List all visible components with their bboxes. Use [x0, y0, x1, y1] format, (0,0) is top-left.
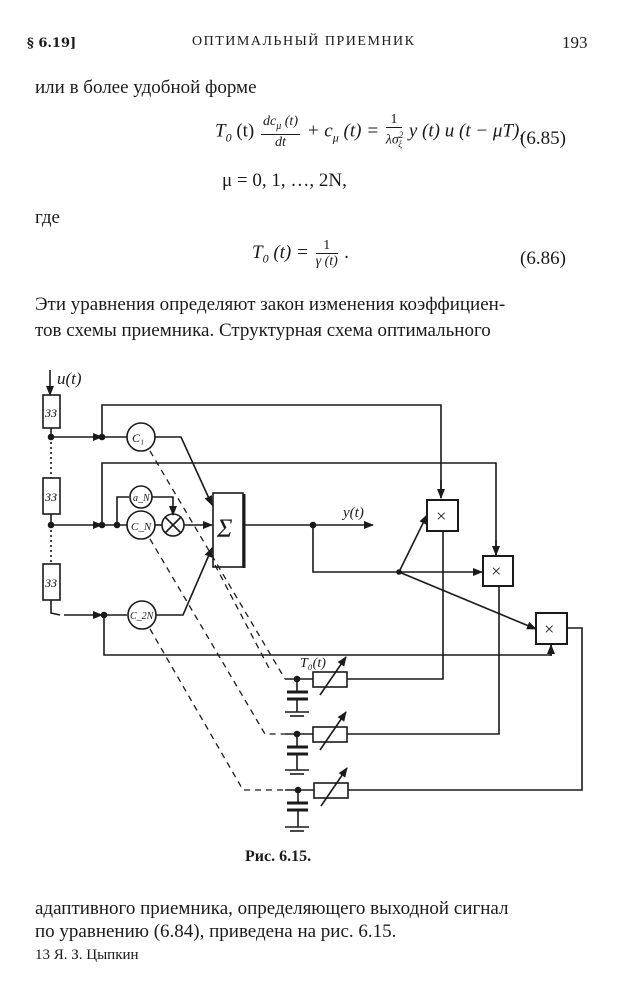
cN-label: C_N [131, 521, 152, 533]
delay-block-2-label: ЗЗ [45, 490, 57, 504]
eq1-rhs-den-sup: 2 [398, 130, 404, 140]
paragraph-2-line-2: по уравнению (6.84), приведена на рис. 6… [35, 921, 397, 942]
control-link-c1 [149, 450, 286, 680]
eq2-tail: . [339, 241, 350, 263]
delay-block-1-label: ЗЗ [45, 406, 57, 420]
coefficient-aN: a_N [129, 485, 153, 509]
eq1-middle-sub: μ [332, 130, 339, 145]
multiplier-1-label: × [435, 506, 447, 526]
aN-label: a_N [133, 493, 151, 504]
eq2-lhs-arg: (t) = [268, 241, 309, 263]
summation-block: Σ [212, 492, 246, 568]
eq1-lhs: T [215, 120, 226, 142]
eq1-rhs-tail: y (t) u (t − μT), [408, 120, 525, 142]
coefficient-cN: C_N [126, 510, 156, 540]
equation-6-86: T0 (t) = 1 γ (t) . [252, 238, 349, 269]
c1-label: C₁ [132, 431, 144, 445]
delay-block-2: ЗЗ [42, 477, 61, 515]
sum-label: Σ [216, 514, 233, 543]
integrator-3 [285, 767, 349, 832]
eq1-rhs-frac: 1 λσ2ξ [385, 112, 404, 152]
eq1-rhs-den-sub: ξ [398, 139, 403, 150]
mu-range: μ = 0, 1, …, 2N, [222, 170, 347, 191]
tap-N-to-multiplier-2 [101, 462, 497, 555]
eq1-middle-tail: (t) = [338, 120, 380, 142]
signature-footer: 13 Я. З. Цыпкин [35, 947, 139, 963]
multiplier-block-2: × [482, 555, 514, 587]
page-number: 193 [562, 33, 588, 52]
paragraph-1-line-1: Эти уравнения определяют закон изменения… [35, 294, 506, 315]
tap-1-to-multiplier-1 [101, 404, 442, 498]
eq1-derivative-frac: dcμ (t) dt [261, 114, 300, 150]
eq2-frac: 1 γ (t) [315, 238, 338, 269]
eq1-rhs-den: λσ [385, 132, 399, 148]
figure-caption: Рис. 6.15. [245, 848, 312, 865]
control-link-c2N [149, 628, 285, 791]
control-link-cN [149, 538, 285, 735]
eq2-lhs: T [252, 241, 263, 263]
where-text: где [35, 207, 60, 228]
coefficient-c1: C₁ [126, 422, 156, 452]
integrator-1: T₀(t) [285, 656, 348, 717]
multiplier-2-label: × [490, 561, 502, 581]
equation-number-6-85: (6.85) [520, 128, 566, 149]
eq1-frac-num-tail: (t) [281, 114, 298, 130]
integrator-2 [285, 711, 348, 775]
eq2-frac-den: γ (t) [315, 254, 338, 269]
intro-text: или в более удобной форме [35, 77, 257, 98]
time-constant-label: T₀(t) [300, 656, 326, 671]
eq1-frac-num: dc [263, 114, 277, 130]
paragraph-2-line-1: адаптивного приемника, определяющего вых… [35, 898, 509, 919]
coefficient-c2N: C_2N [127, 600, 157, 630]
c2N-label: C_2N [130, 611, 155, 622]
output-label: y(t) [341, 505, 364, 521]
figure-6-15-block-diagram: u(t) ЗЗ ЗЗ ЗЗ C₁ a_N C_ [42, 369, 583, 832]
eq1-middle: + c [306, 120, 333, 142]
eq1-rhs-num: 1 [385, 112, 403, 128]
multiplier-block-3: × [535, 612, 568, 645]
equation-number-6-86: (6.86) [520, 248, 566, 269]
eq1-lhs-arg: (t) [231, 120, 255, 142]
delay-block-1: ЗЗ [42, 394, 61, 429]
multiplier-3-label: × [543, 619, 555, 639]
delay-block-3: ЗЗ [42, 563, 61, 601]
section-marker: § 6.19] [27, 36, 77, 51]
input-label: u(t) [57, 369, 82, 388]
running-title: ОПТИМАЛЬНЫЙ ПРИЕМНИК [192, 34, 416, 49]
multiplier-block-1: × [426, 499, 459, 532]
multiplier-node [161, 513, 185, 537]
eq1-frac-den: dt [275, 135, 286, 151]
eq1-lhs-sub: 0 [225, 130, 232, 145]
eq2-lhs-sub: 0 [262, 251, 269, 266]
eq2-frac-num: 1 [315, 238, 338, 254]
equation-6-85: T0 (t) dcμ (t) dt + cμ (t) = 1 λσ2ξ y (t… [215, 112, 524, 152]
eq1-frac-num-sub: μ [276, 121, 282, 133]
paragraph-1-line-2: тов схемы приемника. Структурная схема о… [35, 320, 491, 341]
delay-block-3-label: ЗЗ [45, 576, 57, 590]
tap-2N-to-multiplier-3 [103, 615, 552, 656]
